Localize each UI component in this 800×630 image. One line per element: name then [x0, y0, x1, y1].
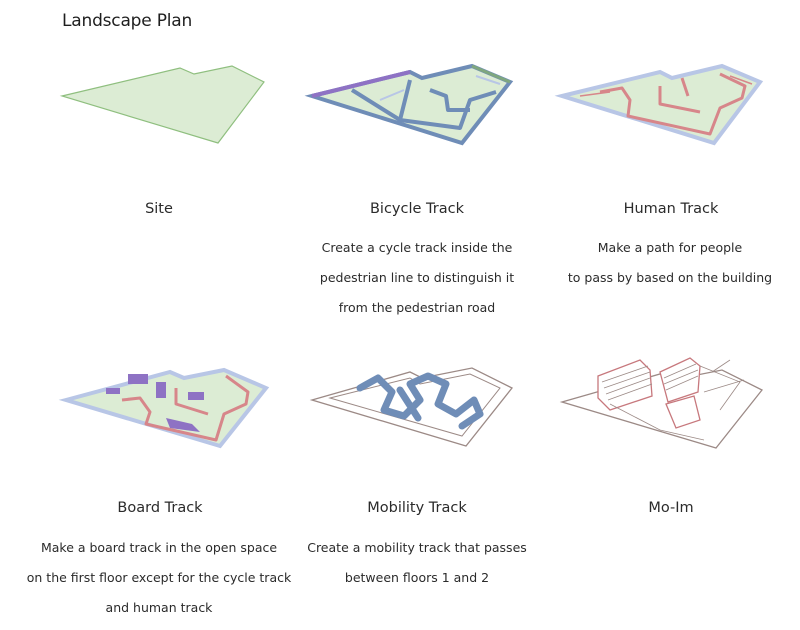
mobility-track-description: Create a mobility track that passes betw… — [267, 533, 567, 593]
description-line: pedestrian line to distinguish it — [319, 270, 515, 285]
description-line: on the first floor except for the cycle … — [26, 570, 292, 585]
description-line: Make a path for people — [597, 240, 743, 255]
human-track-description: Make a path for people to pass by based … — [520, 233, 800, 293]
site-shape — [59, 65, 265, 144]
description-line: from the pedestrian road — [338, 300, 496, 315]
description-line: to pass by based on the building — [567, 270, 773, 285]
mo-im-label: Mo-Im — [648, 500, 694, 516]
site-label: Site — [145, 201, 173, 217]
board-track-label: Board Track — [117, 500, 203, 516]
human-track-label: Human Track — [623, 201, 719, 217]
description-line: and human track — [105, 600, 213, 615]
page-title: Landscape Plan — [62, 11, 193, 31]
description-line: Create a cycle track inside the — [321, 240, 513, 255]
description-line: between floors 1 and 2 — [344, 570, 490, 585]
bicycle-track-description: Create a cycle track inside the pedestri… — [267, 233, 567, 323]
mobility-track-label: Mobility Track — [367, 500, 467, 516]
board-track-description: Make a board track in the open space on … — [9, 533, 309, 623]
description-line: Make a board track in the open space — [40, 540, 278, 555]
description-line: Create a mobility track that passes — [307, 540, 527, 555]
bicycle-track-label: Bicycle Track — [369, 201, 464, 217]
